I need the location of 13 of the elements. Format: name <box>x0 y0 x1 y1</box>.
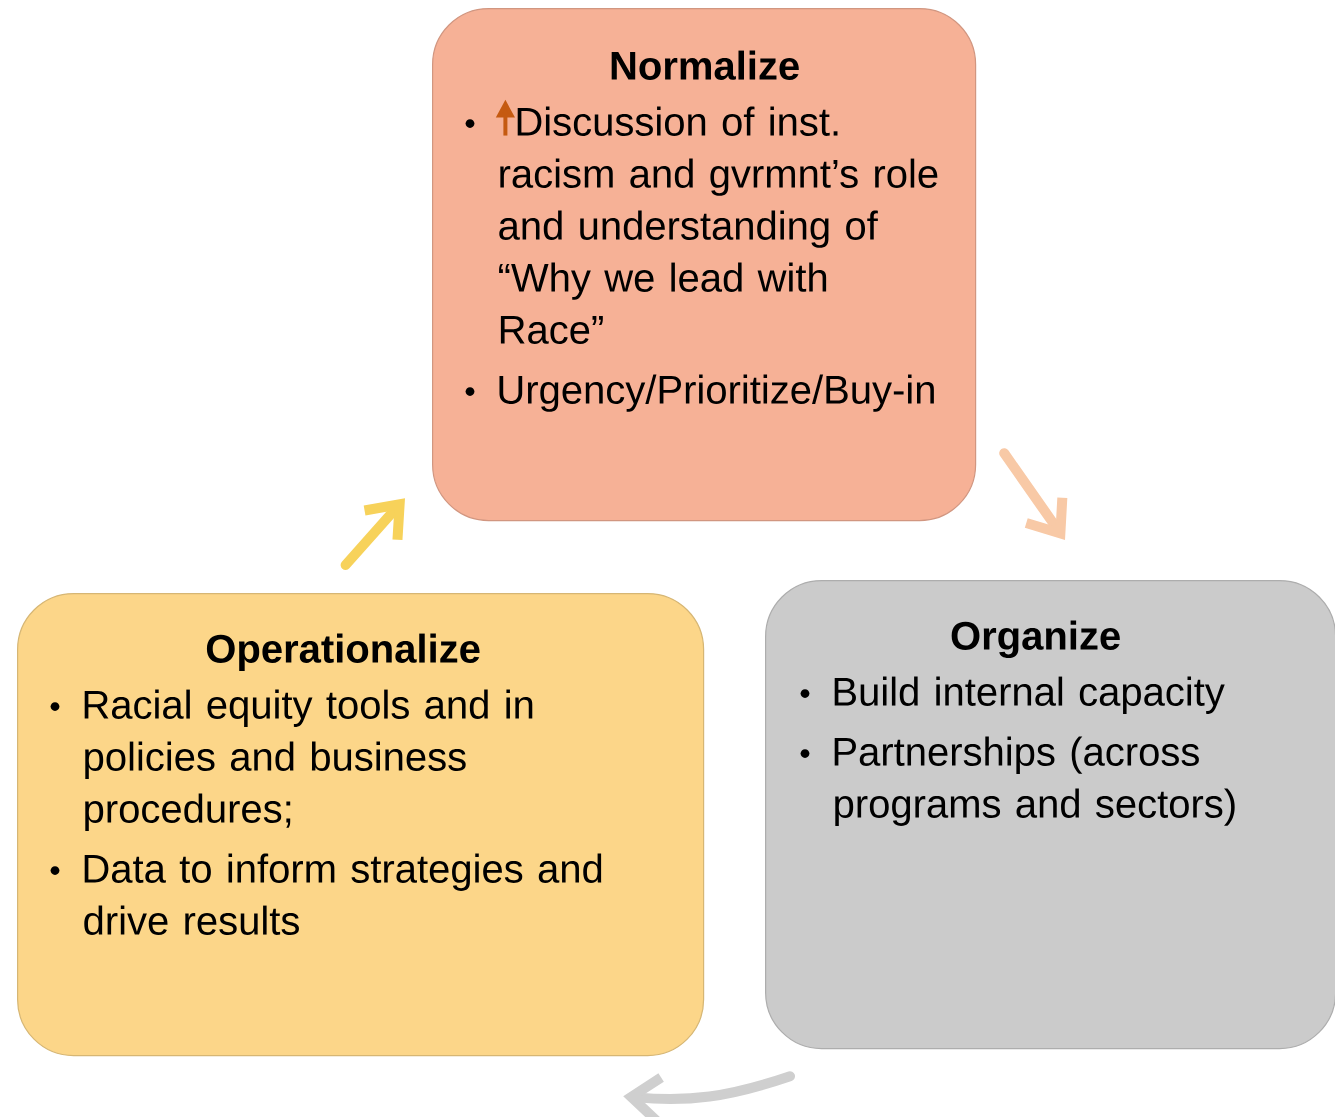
bullet-item: Partnerships (across programs and sectors) <box>834 736 1235 826</box>
bullet-item: Racial equity tools and in policies and business procedures; <box>84 689 533 831</box>
stage-box <box>765 580 1335 1050</box>
arrow <box>999 448 1068 540</box>
stage-box <box>432 8 977 522</box>
stage-box <box>17 593 705 1057</box>
box-heading: Normalize <box>611 50 799 80</box>
arrow <box>623 1071 795 1117</box>
bullet-item: Urgency/Prioritize/Buy-in <box>499 374 934 412</box>
bullet-item: Data to inform strategies and drive results <box>84 853 602 935</box>
box-heading: Organize <box>951 620 1120 659</box>
box-heading: Operationalize <box>206 633 480 671</box>
bullet-item: Build internal capacity <box>834 676 1225 714</box>
